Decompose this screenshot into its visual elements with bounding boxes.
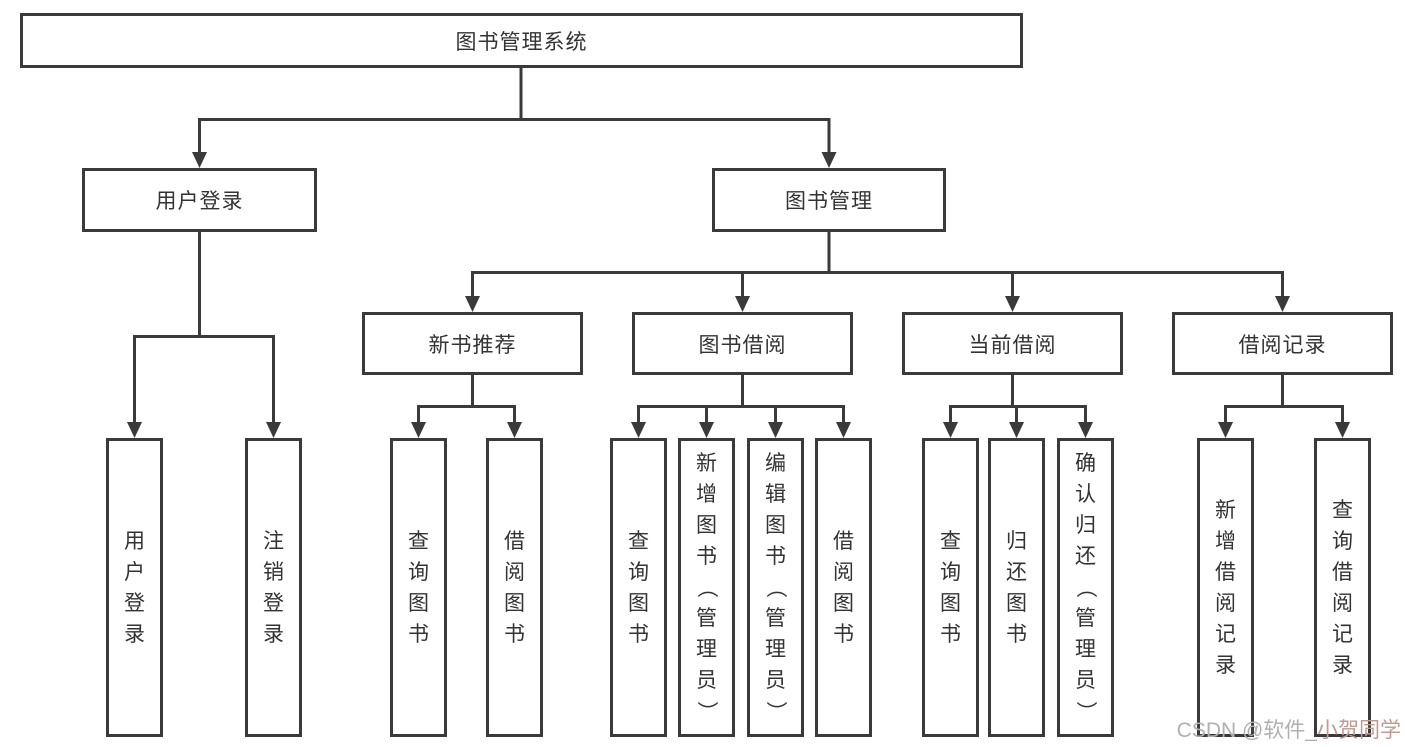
node-borrow-records: 借阅记录 (1172, 312, 1393, 375)
leaf-borrow-books-recommend: 借阅图书 (486, 438, 543, 737)
connector-group (127, 68, 1350, 438)
leaf-add-book-admin-label: 新增图书（管理员） (695, 452, 718, 722)
node-book-management: 图书管理 (712, 168, 946, 232)
leaf-query-borrow-record: 查询借阅记录 (1314, 438, 1371, 737)
leaf-edit-book-admin: 编辑图书（管理员） (747, 438, 804, 737)
csdn-watermark: CSDN @软件_小贺同学 (1177, 714, 1401, 744)
node-user-login: 用户登录 (82, 168, 317, 232)
node-new-book-recommend: 新书推荐 (362, 312, 583, 375)
leaf-user-login: 用户登录 (106, 438, 163, 737)
node-borrow-records-label: 借阅记录 (1238, 333, 1327, 357)
node-root: 图书管理系统 (20, 13, 1023, 68)
leaf-query-books-borrow: 查询图书 (610, 438, 667, 737)
leaf-query-books-current: 查询图书 (922, 438, 979, 737)
leaf-edit-book-admin-label: 编辑图书（管理员） (764, 452, 787, 722)
leaf-query-books-current-label: 查询图书 (940, 529, 961, 646)
leaf-query-books-recommend: 查询图书 (390, 438, 447, 737)
csdn-watermark-text: CSDN @软件_ (1176, 719, 1317, 742)
leaf-borrow-books-label: 借阅图书 (833, 529, 854, 646)
csdn-watermark-author: 小贺同学 (1317, 719, 1401, 742)
node-root-label: 图书管理系统 (455, 30, 588, 54)
node-new-book-recommend-label: 新书推荐 (428, 333, 517, 357)
leaf-logout: 注销登录 (245, 438, 302, 737)
node-current-borrow: 当前借阅 (902, 312, 1123, 375)
leaf-add-book-admin: 新增图书（管理员） (678, 438, 735, 737)
leaf-borrow-books-recommend-label: 借阅图书 (504, 529, 525, 646)
leaf-query-books-borrow-label: 查询图书 (628, 529, 649, 646)
leaf-return-book-label: 归还图书 (1006, 529, 1027, 646)
leaf-add-borrow-record: 新增借阅记录 (1197, 438, 1254, 737)
node-book-borrow: 图书借阅 (632, 312, 853, 375)
leaf-borrow-books: 借阅图书 (815, 438, 872, 737)
leaf-add-borrow-record-label: 新增借阅记录 (1215, 498, 1236, 677)
node-book-borrow-label: 图书借阅 (698, 333, 787, 357)
node-current-borrow-label: 当前借阅 (968, 333, 1057, 357)
leaf-return-book: 归还图书 (988, 438, 1045, 737)
leaf-query-borrow-record-label: 查询借阅记录 (1332, 498, 1353, 677)
leaf-user-login-label: 用户登录 (124, 529, 145, 646)
node-user-login-label: 用户登录 (155, 190, 244, 213)
leaf-confirm-return-admin: 确认归还（管理员） (1057, 438, 1114, 737)
leaf-confirm-return-admin-label: 确认归还（管理员） (1074, 452, 1097, 722)
leaf-query-books-recommend-label: 查询图书 (408, 529, 429, 646)
node-book-management-label: 图书管理 (785, 190, 873, 213)
leaf-logout-label: 注销登录 (263, 529, 284, 646)
